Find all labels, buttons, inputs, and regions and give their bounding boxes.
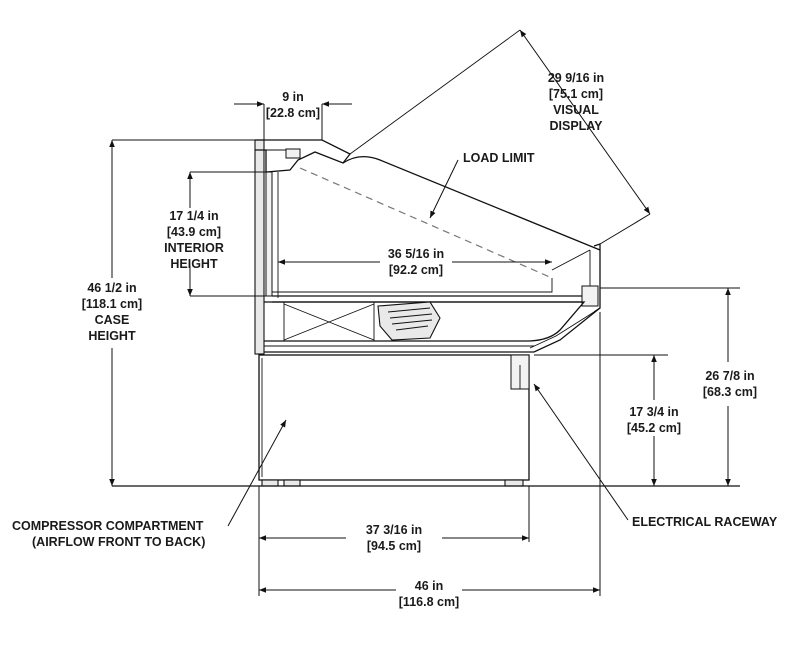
evaporator-coil	[377, 301, 441, 341]
visual-display-l3: VISUAL	[553, 103, 599, 117]
visual-display-l4: DISPLAY	[549, 119, 603, 133]
compressor-compartment	[258, 354, 530, 481]
front-lower-panel	[264, 307, 601, 353]
front-height-in: 26 7/8 in	[705, 369, 754, 383]
overall-width-in: 46 in	[415, 579, 444, 593]
interior-height-cm: [43.9 cm]	[167, 225, 221, 239]
dimension-labels: 9 in [22.8 cm] 29 9/16 in [75.1 cm] VISU…	[12, 71, 778, 609]
case-height-in: 46 1/2 in	[87, 281, 136, 295]
load-limit-line	[299, 167, 553, 279]
electrical-raceway-label: ELECTRICAL RACEWAY	[632, 515, 778, 529]
dimension-lines	[109, 29, 740, 596]
base-width-in: 37 3/16 in	[366, 523, 422, 537]
case-back-panel	[265, 171, 273, 297]
compressor-label-l2: (AIRFLOW FRONT TO BACK)	[32, 535, 205, 549]
leveler-foot	[504, 479, 524, 487]
front-rail	[581, 285, 599, 307]
case-height-l3: CASE	[95, 313, 130, 327]
compressor-label-l1: COMPRESSOR COMPARTMENT	[12, 519, 204, 533]
canopy-light	[285, 148, 301, 159]
interior-deck	[272, 295, 591, 303]
top-width-in: 9 in	[282, 90, 304, 104]
case-top-canopy	[255, 139, 351, 173]
interior-depth-cm: [92.2 cm]	[389, 263, 443, 277]
front-height-cm: [68.3 cm]	[703, 385, 757, 399]
leveler-foot	[283, 479, 301, 487]
base-width-cm: [94.5 cm]	[367, 539, 421, 553]
base-height-cm: [45.2 cm]	[627, 421, 681, 435]
interior-height-l3: INTERIOR	[164, 241, 224, 255]
overall-width-cm: [116.8 cm]	[399, 595, 459, 609]
display-case-drawing	[112, 29, 740, 487]
interior-height-l4: HEIGHT	[170, 257, 218, 271]
case-height-l4: HEIGHT	[88, 329, 136, 343]
base-height-in: 17 3/4 in	[629, 405, 678, 419]
case-height-cm: [118.1 cm]	[82, 297, 142, 311]
front-glass	[342, 156, 601, 251]
interior-depth-in: 36 5/16 in	[388, 247, 444, 261]
top-width-cm: [22.8 cm]	[266, 106, 320, 120]
load-limit-label: LOAD LIMIT	[463, 151, 535, 165]
visual-display-in: 29 9/16 in	[548, 71, 604, 85]
visual-display-cm: [75.1 cm]	[549, 87, 603, 101]
evaporator-pan	[264, 301, 586, 342]
interior-height-in: 17 1/4 in	[169, 209, 218, 223]
leveler-foot	[261, 479, 279, 487]
